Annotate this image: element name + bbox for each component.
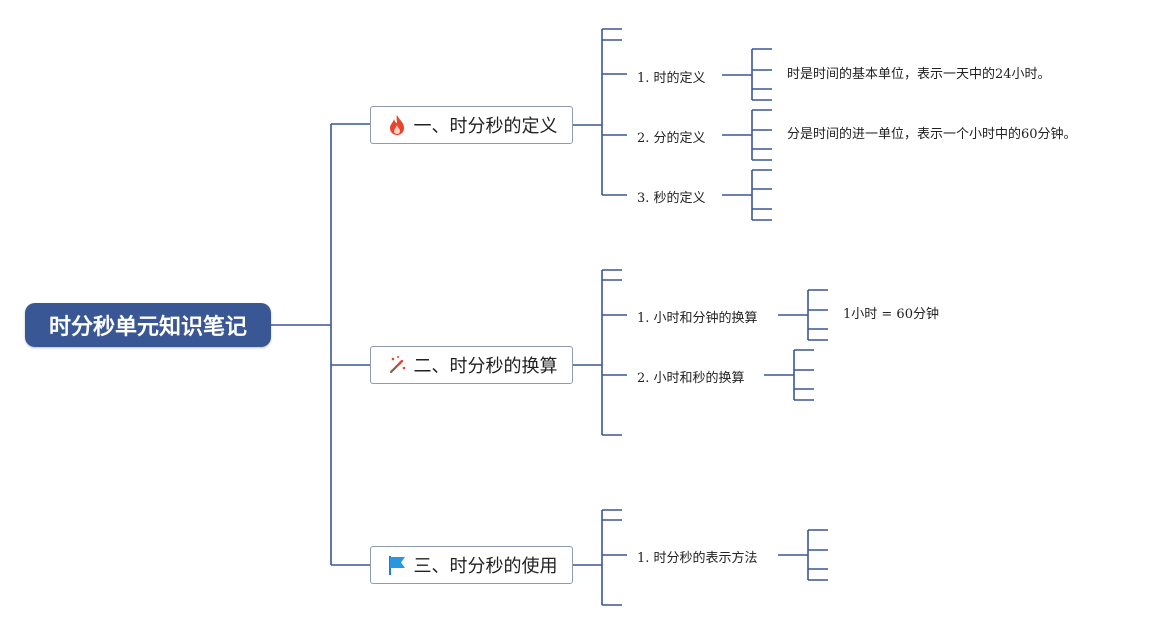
- fire-icon: [386, 114, 408, 136]
- subtopic-hour-definition[interactable]: 1. 时的定义: [637, 71, 706, 86]
- root-title: 时分秒单元知识笔记: [48, 315, 247, 340]
- note-minute-definition[interactable]: 分是时间的进一单位，表示一个小时中的60分钟。: [787, 127, 1077, 142]
- subtopic-hour-minute-conversion[interactable]: 1. 小时和分钟的换算: [637, 311, 758, 326]
- branch-definition[interactable]: 一、时分秒的定义: [370, 106, 573, 144]
- magic-wand-icon: [386, 354, 408, 376]
- branch-usage[interactable]: 三、时分秒的使用: [370, 546, 573, 584]
- subtopic-second-definition[interactable]: 3. 秒的定义: [637, 191, 706, 206]
- flag-icon: [386, 554, 408, 576]
- branch-label: 三、时分秒的使用: [413, 556, 558, 577]
- root-topic[interactable]: 时分秒单元知识笔记: [25, 303, 271, 347]
- subtopic-hour-second-conversion[interactable]: 2. 小时和秒的换算: [637, 371, 745, 386]
- branch-label: 二、时分秒的换算: [413, 356, 558, 377]
- branch-conversion[interactable]: 二、时分秒的换算: [370, 346, 573, 384]
- branch-label: 一、时分秒的定义: [413, 116, 558, 137]
- subtopic-notation[interactable]: 1. 时分秒的表示方法: [637, 551, 758, 566]
- note-hour-definition[interactable]: 时是时间的基本单位，表示一天中的24小时。: [787, 67, 1051, 82]
- note-hour-minute-conversion[interactable]: 1小时 = 60分钟: [843, 307, 939, 322]
- subtopic-minute-definition[interactable]: 2. 分的定义: [637, 131, 706, 146]
